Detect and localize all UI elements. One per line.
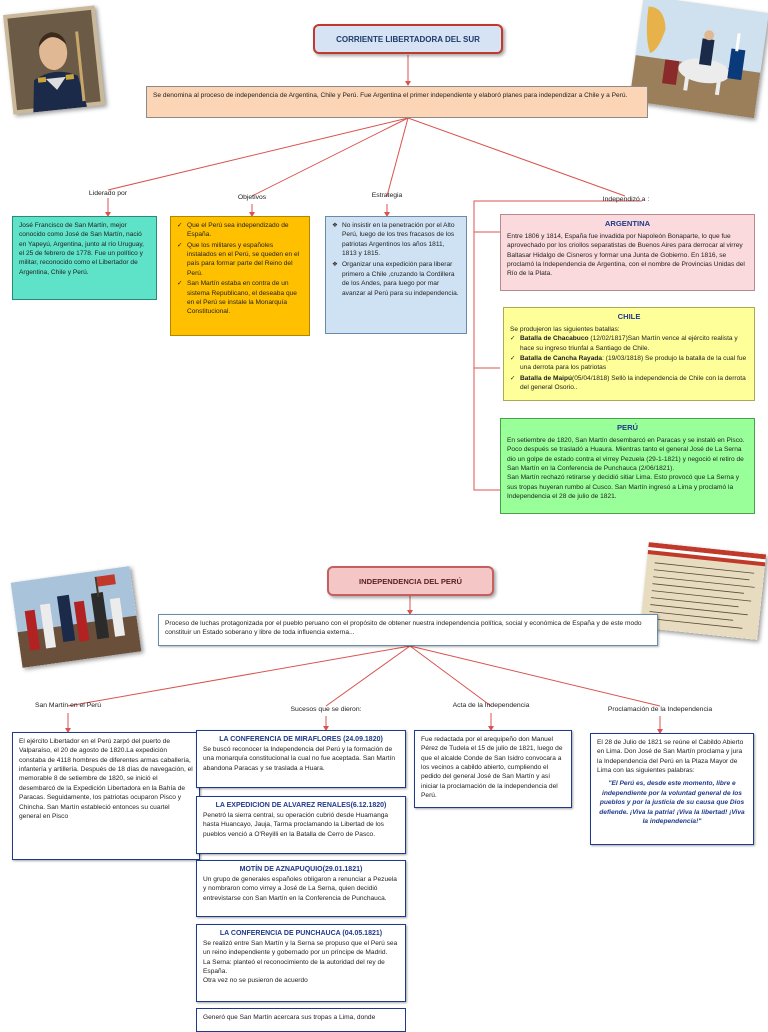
label-acta: Acta de la Independencia bbox=[452, 702, 530, 709]
estrategia-list: No insistir en la penetración por el Alt… bbox=[332, 221, 460, 298]
battle-text: (05/04/1818) Sellò la independencia de C… bbox=[520, 374, 746, 391]
event-heading: LA CONFERENCIA DE PUNCHAUCA (04.05.1821) bbox=[219, 930, 383, 937]
event-heading: LA EXPEDICION DE ALVAREZ RENALES(6.12.18… bbox=[215, 802, 387, 809]
peru-box: PERÚ En setiembre de 1820, San Martín de… bbox=[500, 418, 755, 514]
document-acta-independencia-icon bbox=[639, 542, 767, 640]
section1-title: CORRIENTE LIBERTADORA DEL SUR bbox=[313, 24, 503, 54]
san-martin-portrait bbox=[3, 5, 105, 115]
section2-intro-box: Proceso de luchas protagonizada por el p… bbox=[158, 614, 658, 646]
battle-text: : (19/03/1818) Se produjo la batalla de … bbox=[520, 354, 747, 372]
event-heading: MOTÍN DE AZNAPUQUIO(29.01.1821) bbox=[239, 866, 363, 873]
event-box-aznapuquio: MOTÍN DE AZNAPUQUIO(29.01.1821) Un grupo… bbox=[196, 860, 406, 917]
label-san-martin: San Martín en el Perú bbox=[34, 702, 102, 709]
battle-item: Batalla de Chacabuco (12/02/1817)San Mar… bbox=[510, 334, 748, 353]
label-estrategia: Estrategia bbox=[371, 192, 403, 199]
peru-heading: PERÚ bbox=[616, 423, 639, 432]
section2-title-text: INDEPENDENCIA DEL PERÚ bbox=[359, 576, 462, 586]
painting-proclamation-icon bbox=[10, 566, 142, 668]
liderado-text: José Francisco de San Martín, mejor cono… bbox=[19, 222, 144, 276]
label-sucesos: Sucesos que se dieron: bbox=[290, 706, 362, 713]
chile-heading: CHILE bbox=[617, 312, 641, 321]
argentina-box: ARGENTINA Entre 1806 y 1814, España fue … bbox=[500, 214, 755, 291]
event-text: Se buscó reconocer la Independencia del … bbox=[203, 745, 396, 772]
chile-battles-list: Batalla de Chacabuco (12/02/1817)San Mar… bbox=[510, 334, 748, 392]
san-martin-peru-box: El ejército Libertador en el Perú zarpó … bbox=[12, 732, 200, 860]
battle-text: (12/02/1817)San Martín vence al ejército… bbox=[520, 335, 738, 352]
section2-title: INDEPENDENCIA DEL PERÚ bbox=[327, 566, 494, 596]
objetivo-item: San Martín estaba en contra de un sistem… bbox=[177, 279, 303, 316]
section1-title-text: CORRIENTE LIBERTADORA DEL SUR bbox=[336, 34, 480, 44]
section1-intro-box: Se denomina al proceso de independencia … bbox=[146, 86, 648, 118]
event-text: Se realizó entre San Martín y la Serna s… bbox=[203, 939, 398, 957]
section2-intro-text: Proceso de luchas protagonizada por el p… bbox=[165, 620, 642, 637]
proclamacion-quote: "El Perú es, desde este momento, libre e… bbox=[599, 780, 745, 825]
battle-item: Batalla de Maipú(05/04/1818) Sellò la in… bbox=[510, 374, 748, 393]
section1-intro-text: Se denomina al proceso de independencia … bbox=[153, 92, 628, 99]
battle-name: Batalla de Chacabuco bbox=[520, 335, 589, 343]
chile-box: CHILE Se produjeron las siguientes batal… bbox=[503, 307, 755, 401]
liderado-box: José Francisco de San Martín, mejor cono… bbox=[12, 216, 157, 300]
objetivo-item: Que el Perú sea independizado de España. bbox=[177, 221, 303, 240]
peru-text-2: San Martín rechazó retirarse y decidió s… bbox=[507, 474, 739, 500]
chile-intro: Se produjeron las siguientes batallas: bbox=[510, 325, 620, 333]
proclamacion-box: El 28 de Julio de 1821 se reúne el Cabil… bbox=[590, 733, 754, 845]
battle-name: Batalla de Cancha Rayada bbox=[520, 354, 603, 362]
argentina-heading: ARGENTINA bbox=[604, 219, 651, 228]
event-box-punchauca: LA CONFERENCIA DE PUNCHAUCA (04.05.1821)… bbox=[196, 924, 406, 1002]
event-partial-text: Generó que San Martín acercara sus tropa… bbox=[203, 1014, 376, 1021]
acta-box: Fue redactada por el arequipeño don Manu… bbox=[414, 730, 572, 808]
label-proclamacion: Proclamación de la Independencia bbox=[607, 706, 713, 713]
san-martin-peru-text: El ejército Libertador en el Perú zarpó … bbox=[19, 738, 193, 820]
portrait-san-martin-icon bbox=[3, 5, 105, 115]
event-box-miraflores: LA CONFERENCIA DE MIRAFLORES (24.09.1820… bbox=[196, 730, 406, 788]
event-box-alvarez-renales: LA EXPEDICION DE ALVAREZ RENALES(6.12.18… bbox=[196, 796, 406, 854]
event-text: Otra vez no se pusieron de acuerdo bbox=[203, 977, 308, 985]
acta-text: Fue redactada por el arequipeño don Manu… bbox=[421, 736, 563, 800]
estrategia-item: Organizar una expedición para liberar pr… bbox=[332, 260, 460, 297]
liberation-painting bbox=[629, 0, 768, 119]
argentina-text: Entre 1806 y 1814, España fue invadida p… bbox=[507, 232, 745, 278]
label-liderado: Liderado por bbox=[88, 190, 128, 197]
label-objetivos: Objetivos bbox=[237, 194, 267, 201]
event-heading: LA CONFERENCIA DE MIRAFLORES (24.09.1820… bbox=[219, 736, 383, 743]
painting-liberation-map-icon bbox=[629, 0, 768, 119]
estrategia-item: No insistir en la penetración por el Alt… bbox=[332, 221, 460, 258]
event-text: Penetró la sierra central, su operación … bbox=[203, 811, 389, 838]
battle-name: Batalla de Maipú bbox=[520, 374, 573, 382]
acta-document-image bbox=[639, 542, 767, 640]
objetivo-item: Que los militares y españoles instalados… bbox=[177, 241, 303, 278]
event-text: La Serna: planteó el reconocimiento de l… bbox=[203, 958, 385, 976]
proclamation-painting bbox=[10, 566, 142, 668]
label-independizo: Independizó a : bbox=[602, 196, 650, 203]
objetivos-list: Que el Perú sea independizado de España.… bbox=[177, 221, 303, 317]
event-box-partial: Generó que San Martín acercara sus tropa… bbox=[196, 1008, 406, 1032]
estrategia-box: No insistir en la penetración por el Alt… bbox=[325, 216, 467, 334]
event-text: Un grupo de generales españoles obligaro… bbox=[203, 875, 397, 902]
objetivos-box: Que el Perú sea independizado de España.… bbox=[170, 216, 310, 336]
peru-text-1: En setiembre de 1820, San Martín desemba… bbox=[507, 436, 745, 472]
proclamacion-text: El 28 de Julio de 1821 se reúne el Cabil… bbox=[597, 739, 744, 775]
battle-item: Batalla de Cancha Rayada: (19/03/1818) S… bbox=[510, 354, 748, 373]
